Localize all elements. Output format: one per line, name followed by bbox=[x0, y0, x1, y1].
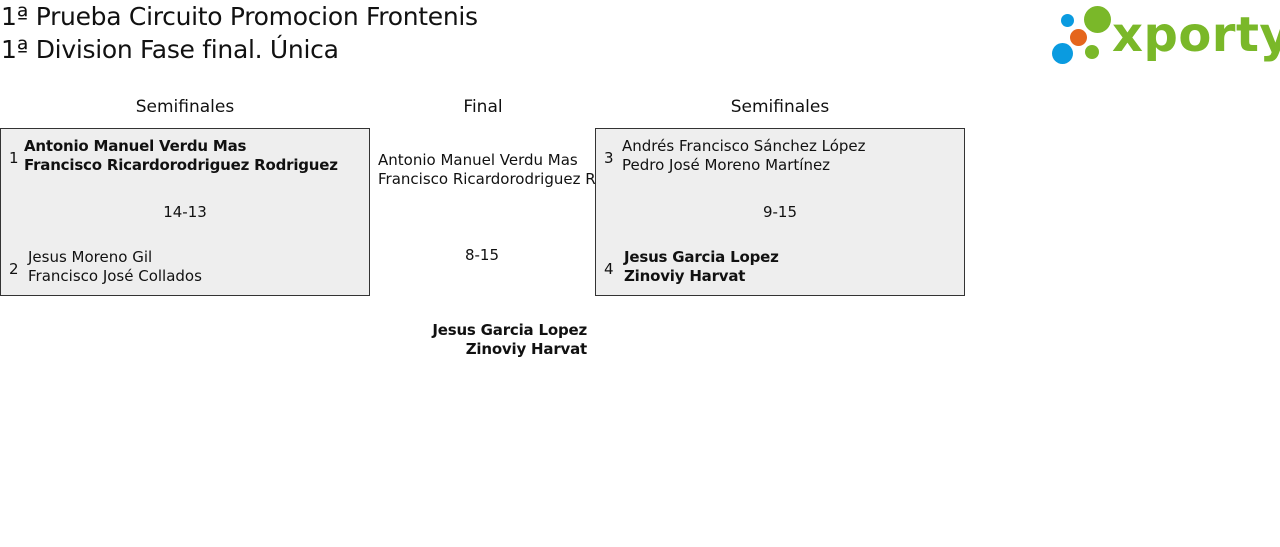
xporty-logo[interactable]: xporty bbox=[1050, 4, 1280, 68]
semifinal-right-team-1[interactable]: Andrés Francisco Sánchez López Pedro Jos… bbox=[622, 137, 866, 175]
final-team-bottom-winner[interactable]: Jesus Garcia Lopez Zinoviy Harvat bbox=[380, 321, 587, 359]
semifinal-right-score: 9-15 bbox=[762, 203, 798, 221]
semifinal-right-team-2[interactable]: Jesus Garcia Lopez Zinoviy Harvat bbox=[624, 248, 779, 286]
player-name: Jesus Garcia Lopez bbox=[624, 248, 779, 266]
player-name: Francisco José Collados bbox=[28, 267, 202, 285]
player-name: Zinoviy Harvat bbox=[624, 267, 746, 285]
logo-dot-green-large-icon bbox=[1084, 6, 1111, 33]
page-title-line-2: 1ª Division Fase final. Única bbox=[1, 35, 339, 64]
player-name: Andrés Francisco Sánchez López bbox=[622, 137, 866, 155]
round-label-final: Final bbox=[463, 97, 503, 117]
logo-wordmark: xporty bbox=[1112, 7, 1280, 63]
final-team-top[interactable]: Antonio Manuel Verdu Mas Francisco Ricar… bbox=[378, 151, 596, 189]
player-name: Antonio Manuel Verdu Mas bbox=[378, 151, 578, 169]
semifinal-left-team-1[interactable]: Antonio Manuel Verdu Mas Francisco Ricar… bbox=[24, 137, 338, 175]
semifinal-left-match[interactable]: 1 Antonio Manuel Verdu Mas Francisco Ric… bbox=[0, 128, 370, 296]
player-name: Francisco Ricardorodriguez Rodriguez bbox=[24, 156, 338, 174]
semifinal-left-team-2[interactable]: Jesus Moreno Gil Francisco José Collados bbox=[28, 248, 202, 286]
seed-number: 4 bbox=[604, 260, 614, 278]
round-label-semifinals-right: Semifinales bbox=[730, 97, 830, 117]
logo-dot-orange-icon bbox=[1070, 29, 1087, 46]
player-name: Francisco Ricardorodriguez Rodriguez bbox=[378, 170, 596, 188]
player-name: Zinoviy Harvat bbox=[465, 340, 587, 358]
seed-number: 2 bbox=[9, 260, 19, 278]
player-name: Antonio Manuel Verdu Mas bbox=[24, 137, 247, 155]
player-name: Pedro José Moreno Martínez bbox=[622, 156, 831, 174]
logo-dot-blue-large-icon bbox=[1052, 43, 1073, 64]
logo-dot-blue-small-icon bbox=[1061, 14, 1074, 27]
semifinal-left-score: 14-13 bbox=[163, 203, 207, 221]
seed-number: 1 bbox=[9, 149, 19, 167]
player-name: Jesus Moreno Gil bbox=[28, 248, 153, 266]
logo-dot-green-small-icon bbox=[1085, 45, 1099, 59]
player-name: Jesus Garcia Lopez bbox=[432, 321, 587, 339]
page-title-line-1: 1ª Prueba Circuito Promocion Frontenis bbox=[1, 2, 478, 31]
seed-number: 3 bbox=[604, 149, 614, 167]
round-label-semifinals-left: Semifinales bbox=[135, 97, 235, 117]
final-score: 8-15 bbox=[464, 246, 500, 264]
semifinal-right-match[interactable]: 3 Andrés Francisco Sánchez López Pedro J… bbox=[595, 128, 965, 296]
